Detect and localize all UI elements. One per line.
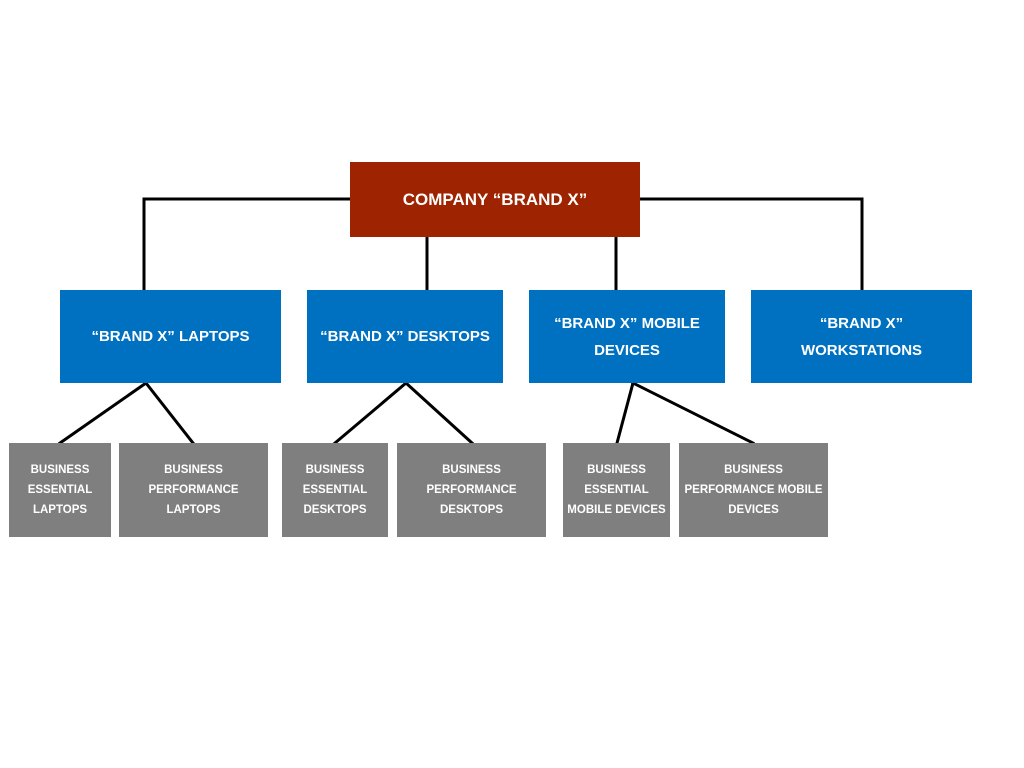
product-node-essential-laptops: BUSINESS ESSENTIAL LAPTOPS	[9, 443, 111, 537]
connector-division-0-to-product-0	[57, 380, 149, 446]
product-node-label: BUSINESS ESSENTIAL MOBILE DEVICES	[567, 464, 666, 516]
division-node-label: “BRAND X” WORKSTATIONS	[800, 314, 923, 359]
product-node-performance-mobile-devices: BUSINESS PERFORMANCE MOBILE DEVICES	[679, 443, 828, 537]
division-node-desktops: “BRAND X” DESKTOPS	[307, 290, 503, 383]
division-node-label: “BRAND X” MOBILE DEVICES	[554, 314, 700, 359]
product-node-label: BUSINESS ESSENTIAL LAPTOPS	[27, 464, 93, 516]
connector-division-1-to-product-3	[403, 380, 475, 446]
product-node-label: BUSINESS ESSENTIAL DESKTOPS	[302, 464, 368, 516]
product-node-essential-mobile-devices: BUSINESS ESSENTIAL MOBILE DEVICES	[563, 443, 670, 537]
division-node-label: “BRAND X” DESKTOPS	[320, 328, 490, 345]
product-node-performance-laptops: BUSINESS PERFORMANCE LAPTOPS	[119, 443, 268, 537]
connector-division-1-to-product-2	[332, 380, 409, 446]
root-node-label: COMPANY “BRAND X”	[402, 189, 588, 209]
product-node-label: BUSINESS PERFORMANCE MOBILE DEVICES	[684, 464, 823, 516]
product-node-label: BUSINESS PERFORMANCE DESKTOPS	[426, 464, 517, 516]
product-node-essential-desktops: BUSINESS ESSENTIAL DESKTOPS	[282, 443, 388, 537]
product-node-performance-desktops: BUSINESS PERFORMANCE DESKTOPS	[397, 443, 546, 537]
connector-division-2-to-product-4	[615, 381, 635, 445]
product-node-label: BUSINESS PERFORMANCE LAPTOPS	[148, 464, 239, 516]
division-node-label: “BRAND X” LAPTOPS	[91, 328, 250, 345]
division-node-workstations: “BRAND X” WORKSTATIONS	[751, 290, 972, 383]
division-node-laptops: “BRAND X” LAPTOPS	[60, 290, 281, 383]
division-node-mobile-devices: “BRAND X” MOBILE DEVICES	[529, 290, 725, 383]
connector-division-2-to-product-5	[630, 380, 756, 446]
connector-division-0-to-product-1	[143, 380, 196, 446]
root-node-company: COMPANY “BRAND X”	[350, 162, 640, 237]
